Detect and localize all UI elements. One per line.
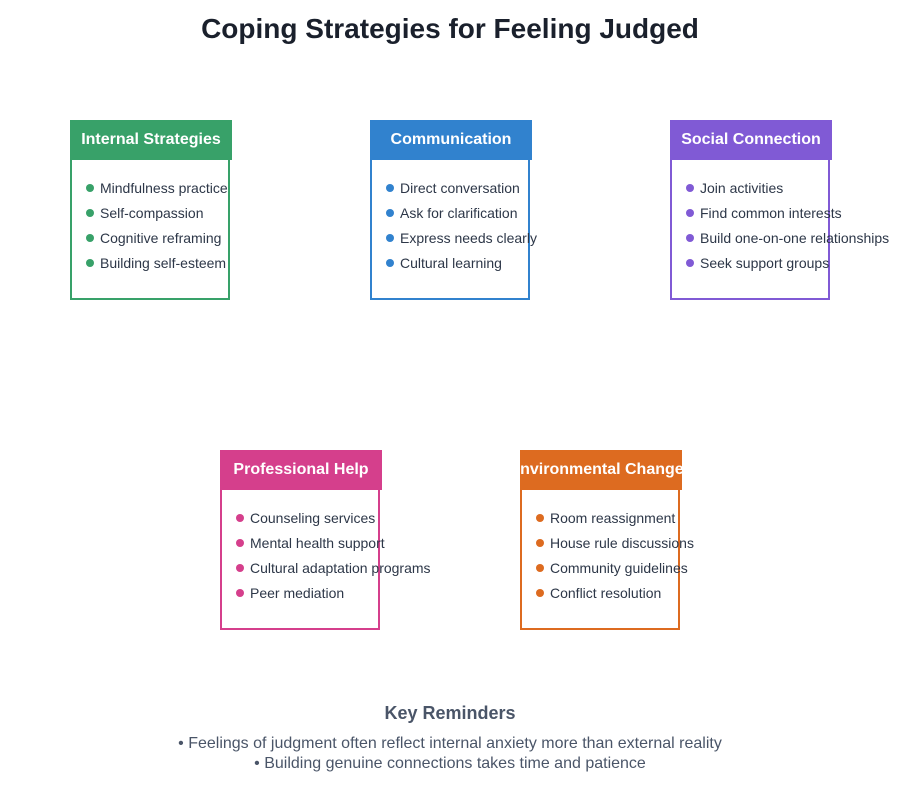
bullet-dot [236, 513, 244, 522]
item-label: Seek support groups [700, 254, 830, 271]
list-item: Cultural adaptation programs [236, 555, 431, 580]
bullet-dot [536, 588, 544, 597]
strategy-list: Counseling services Mental health suppor… [236, 505, 431, 605]
item-label: Find common interests [700, 204, 842, 221]
bullet-dot [386, 208, 394, 217]
item-label: Cultural adaptation programs [250, 559, 431, 576]
list-item: Direct conversation [386, 175, 537, 200]
item-label: Cultural learning [400, 254, 502, 271]
item-label: Cognitive reframing [100, 229, 222, 246]
list-item: Building self-esteem [86, 250, 228, 275]
card-communication: Communication Direct conversation Ask fo… [370, 120, 537, 300]
bullet-dot [86, 258, 94, 267]
strategy-list: Direct conversation Ask for clarificatio… [386, 175, 537, 275]
bullet-dot [686, 233, 694, 242]
item-label: Direct conversation [400, 179, 520, 196]
bullet-dot [686, 183, 694, 192]
bullet-dot [86, 208, 94, 217]
item-label: Express needs clearly [400, 229, 537, 246]
card-social-connection: Social Connection Join activities Find c… [670, 120, 889, 300]
bullet-dot [386, 183, 394, 192]
list-item: Ask for clarification [386, 200, 537, 225]
item-label: House rule discussions [550, 534, 694, 551]
reminder-line: • Feelings of judgment often reflect int… [178, 735, 722, 752]
bullet-dot [686, 208, 694, 217]
bullet-dot [86, 233, 94, 242]
list-item: Mental health support [236, 530, 431, 555]
item-label: Join activities [700, 179, 784, 196]
bullet-dot [236, 563, 244, 572]
list-item: Build one-on-one relationships [686, 225, 889, 250]
reminders-title: Key Reminders [384, 703, 516, 723]
card-heading: Social Connection [670, 120, 832, 160]
card-heading: Communication [370, 120, 532, 160]
bullet-dot [386, 233, 394, 242]
bullet-dot [536, 538, 544, 547]
card-professional-help: Professional Help Counseling services Me… [220, 450, 431, 630]
bullet-dot [536, 563, 544, 572]
card-heading: Environmental Changes [520, 450, 682, 490]
item-label: Counseling services [250, 509, 376, 526]
item-label: Conflict resolution [550, 584, 662, 601]
item-label: Building self-esteem [100, 254, 227, 271]
card-heading: Professional Help [220, 450, 382, 490]
page-title: Coping Strategies for Feeling Judged [201, 13, 699, 44]
strategy-list: Mindfulness practice Self-compassion Cog… [86, 175, 228, 275]
list-item: Express needs clearly [386, 225, 537, 250]
bullet-dot [536, 513, 544, 522]
strategy-list: Join activities Find common interests Bu… [686, 175, 889, 275]
list-item: Community guidelines [536, 555, 694, 580]
strategy-list: Room reassignment House rule discussions… [536, 505, 694, 605]
list-item: Conflict resolution [536, 580, 694, 605]
list-item: Mindfulness practice [86, 175, 228, 200]
list-item: Peer mediation [236, 580, 431, 605]
card-environmental-changes: Environmental Changes Room reassignment … [520, 450, 694, 630]
card-internal-strategies: Internal Strategies Mindfulness practice… [70, 120, 232, 300]
bullet-dot [236, 588, 244, 597]
item-label: Self-compassion [100, 204, 204, 221]
bullet-dot [86, 183, 94, 192]
item-label: Community guidelines [550, 559, 688, 576]
list-item: House rule discussions [536, 530, 694, 555]
list-item: Cultural learning [386, 250, 537, 275]
item-label: Mindfulness practice [100, 179, 228, 196]
list-item: Self-compassion [86, 200, 228, 225]
list-item: Find common interests [686, 200, 889, 225]
bullet-dot [236, 538, 244, 547]
item-label: Build one-on-one relationships [700, 229, 890, 246]
card-heading: Internal Strategies [70, 120, 232, 160]
item-label: Peer mediation [250, 584, 345, 601]
item-label: Room reassignment [550, 509, 676, 526]
reminder-line: • Building genuine connections takes tim… [254, 755, 646, 772]
list-item: Counseling services [236, 505, 431, 530]
list-item: Room reassignment [536, 505, 694, 530]
bullet-dot [386, 258, 394, 267]
item-label: Mental health support [250, 534, 385, 551]
list-item: Cognitive reframing [86, 225, 228, 250]
item-label: Ask for clarification [400, 204, 518, 221]
list-item: Join activities [686, 175, 889, 200]
list-item: Seek support groups [686, 250, 889, 275]
bullet-dot [686, 258, 694, 267]
